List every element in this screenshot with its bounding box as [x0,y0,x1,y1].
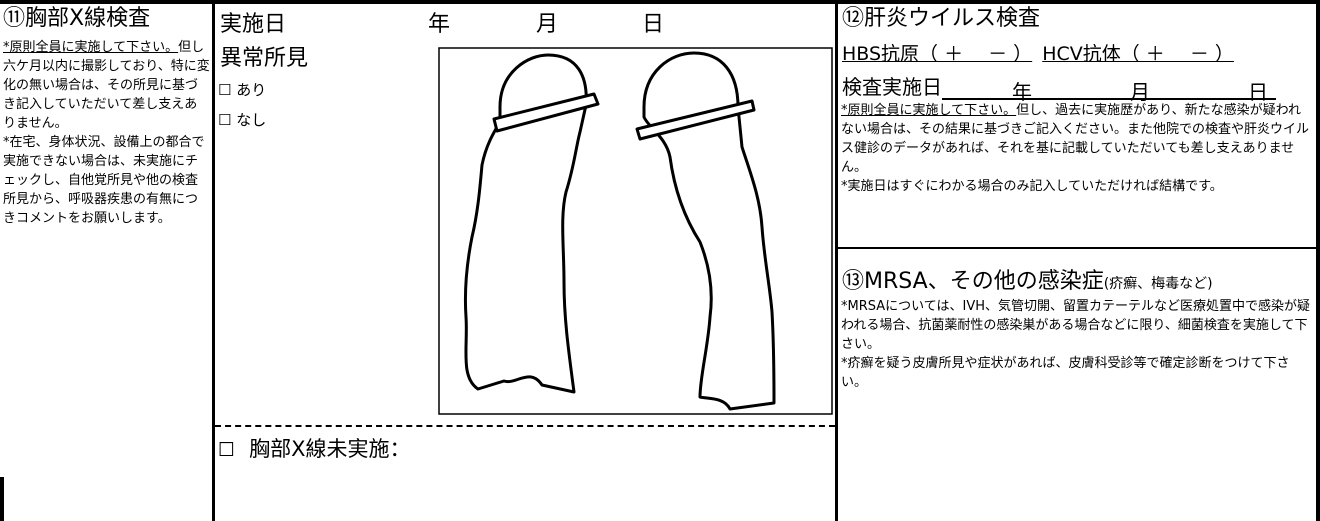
finding-yes-label: あり [236,81,267,99]
mrsa-note2: *疥癬を疑う皮膚所見や症状があれば、皮膚科受診等で確定診断をつけて下さい。 [841,356,1290,390]
col1-divider [212,0,215,521]
xray-not-done-label: 胸部X線未実施： [249,437,411,461]
hepatitis-antigen-row: HBS抗原（ ＋ － ） HCV抗体（ ＋ － ） [842,39,1234,66]
right-border [1316,0,1320,521]
left-lung-outline [642,51,776,411]
exam-year-label: 年 [428,12,451,37]
finding-yes-option[interactable]: ☐ あり [218,79,266,100]
left-lung-band [635,99,756,141]
hepatitis-note-underlined: *原則全員に実施して下さい。 [841,103,1017,118]
exam-month-label: 月 [536,12,559,37]
test-year-label: 年 [1012,80,1032,104]
chest-xray-note2: *在宅、身体状況、設備上の都合で実施できない場合は、未実施にチェックし、自他覚所… [3,135,205,226]
hepatitis-note2: *実施日はすぐにわかる場合のみ記入していただければ結構です。 [841,179,1223,194]
hcv-antibody-label[interactable]: HCV抗体（ ＋ － ） [1042,43,1234,65]
mrsa-title: ⑬MRSA、その他の感染症 [842,269,1104,294]
exam-date-label: 実施日 [220,12,287,37]
col3-divider-horizontal [835,247,1320,249]
finding-no-option[interactable]: ☐ なし [218,109,266,130]
test-day-label: 日 [1248,80,1268,104]
chest-xray-title: ⑪胸部X線検査 [3,6,151,31]
chest-xray-note-body: 但し六ケ月以内に撮影しており、特に変化の無い場合は、その所見に基づき記入していた… [3,40,210,131]
mrsa-note1: *MRSAについては、IVH、気管切開、留置カテーテルなど医療処置中で感染が疑わ… [841,299,1310,352]
hepatitis-date-row: 検査実施日 年 月 日 [842,71,1276,104]
hbs-antigen-label[interactable]: HBS抗原（ ＋ － ） [842,43,1033,65]
hepatitis-note-body: 但し、過去に実施歴があり、新たな感染が疑われない場合は、その結果に基づきご記入く… [841,103,1310,175]
test-month-label: 月 [1130,80,1150,104]
col2-dashed-divider [215,425,835,427]
hepatitis-title: ⑫肝炎ウイルス検査 [842,6,1041,31]
left-bottom-rule [0,477,4,521]
hepatitis-note: *原則全員に実施して下さい。但し、過去に実施歴があり、新たな感染が疑われない場合… [841,101,1313,196]
lung-diagram[interactable] [438,47,834,415]
right-lung-outline [463,53,588,394]
checkbox-icon[interactable]: ☐ [218,111,232,129]
test-date-label: 検査実施日 [842,75,942,99]
chest-xray-note-underlined: *原則全員に実施して下さい。 [3,40,179,55]
checkbox-icon[interactable]: ☐ [218,439,236,461]
mrsa-note: *MRSAについては、IVH、気管切開、留置カテーテルなど医療処置中で感染が疑わ… [841,297,1313,392]
xray-not-done-option[interactable]: ☐ 胸部X線未実施： [218,433,410,463]
checkbox-icon[interactable]: ☐ [218,81,232,99]
mrsa-title-row: ⑬MRSA、その他の感染症(疥癬、梅毒など) [842,269,1213,295]
col2-divider [835,0,838,521]
top-border [0,0,1320,4]
chest-xray-note: *原則全員に実施して下さい。但し六ケ月以内に撮影しており、特に変化の無い場合は、… [3,38,210,228]
finding-label: 異常所見 [220,46,309,71]
test-date-field[interactable]: 年 月 日 [942,76,1276,104]
exam-day-label: 日 [642,12,665,37]
right-lung-band [492,92,600,133]
mrsa-subtitle: (疥癬、梅毒など) [1103,276,1213,292]
finding-no-label: なし [236,111,267,129]
